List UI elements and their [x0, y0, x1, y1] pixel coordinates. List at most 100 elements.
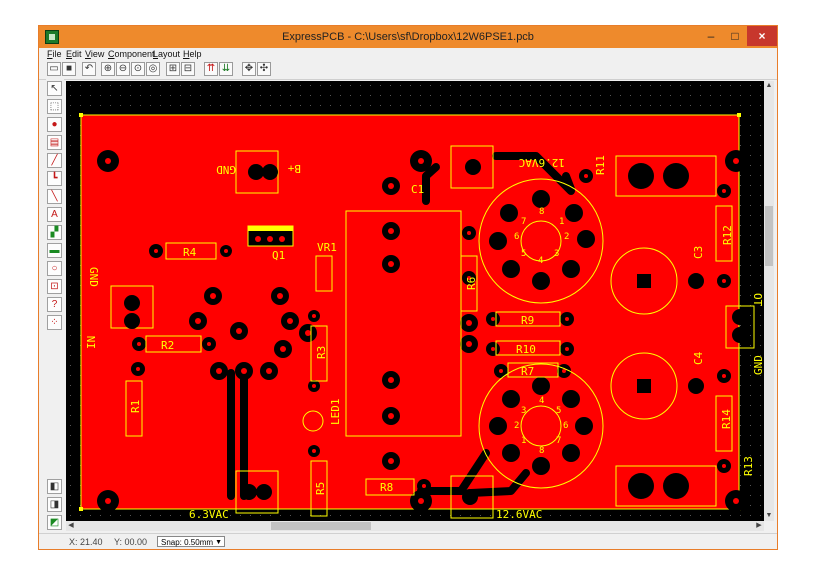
status-bar: X: 21.40 Y: 00.00 Snap: 0.50mm▼ — [39, 533, 777, 549]
capacitor-c3 — [610, 247, 678, 315]
svg-text:1: 1 — [521, 436, 526, 446]
horizontal-scrollbar[interactable]: ◀ ▶ — [66, 521, 764, 531]
zoom-out-icon[interactable]: ⊖ — [116, 62, 130, 76]
svg-text:7: 7 — [556, 436, 561, 446]
scroll-up-icon[interactable]: ▲ — [765, 82, 773, 89]
layer-silk-icon[interactable]: ◩ — [47, 515, 62, 530]
svg-text:5: 5 — [521, 249, 526, 259]
zoom-fit-icon[interactable]: ⊙ — [131, 62, 145, 76]
tube-socket-bottom — [478, 363, 604, 489]
label-c1: C1 — [411, 183, 424, 196]
menu-component[interactable]: Component — [108, 49, 155, 59]
scroll-right-icon[interactable]: ▶ — [756, 522, 762, 529]
label-b-plus: B+ — [287, 162, 301, 175]
svg-text:4: 4 — [538, 256, 543, 266]
window-title: ExpressPCB - C:\Users\sf\Dropbox\12W6PSE… — [282, 31, 534, 43]
zoom-previous-icon[interactable]: ◎ — [146, 62, 160, 76]
tool-palette: ↖ ⬚ ● ▤ ╱ ┗ ╲ A ▞ ▬ ○ ⊡ ? ⁘ ◧ ◨ ◩ ⇅ — [46, 79, 64, 548]
scroll-left-icon[interactable]: ◀ — [68, 522, 74, 529]
svg-text:1: 1 — [559, 217, 564, 227]
menu-file[interactable]: File — [47, 49, 62, 59]
maximize-button[interactable]: □ — [731, 29, 739, 43]
label-r12: R12 — [721, 225, 734, 245]
trace-icon[interactable]: ╱ — [47, 153, 62, 168]
grid-tool-icon[interactable]: ⁘ — [47, 315, 62, 330]
vertical-scrollbar[interactable]: ▲ ▼ — [764, 81, 774, 521]
undo-icon[interactable]: ↶ — [82, 62, 96, 76]
component-tool-icon[interactable]: ▤ — [47, 135, 62, 150]
expresspcb-app-icon — [45, 30, 59, 44]
top-layer-icon[interactable]: ⇈ — [204, 62, 218, 76]
svg-text:8: 8 — [539, 207, 544, 217]
label-ac-bottom: 12.6VAC — [496, 508, 542, 521]
menu-layout[interactable]: Layout — [153, 49, 181, 59]
pads — [97, 150, 747, 512]
svg-text:3: 3 — [554, 249, 559, 259]
bottom-layer-icon[interactable]: ⇊ — [219, 62, 233, 76]
minimize-button[interactable]: – — [707, 29, 715, 43]
label-r13: R13 — [742, 456, 755, 476]
corner-trace-icon[interactable]: ┗ — [47, 171, 62, 186]
pan-icon[interactable]: ✣ — [257, 62, 271, 76]
component-icon[interactable]: ⊞ — [166, 62, 180, 76]
label-r7: R7 — [521, 365, 534, 378]
select-area-icon[interactable]: ⬚ — [47, 99, 62, 114]
circle-tool-icon[interactable]: ○ — [47, 261, 62, 276]
svg-text:4: 4 — [539, 396, 544, 406]
svg-text:6: 6 — [563, 421, 568, 431]
green-layer-icon[interactable]: ▬ — [47, 243, 62, 258]
menu-bar: File Edit View Component Layout Help — [39, 48, 777, 61]
label-r5: R5 — [314, 482, 327, 495]
menu-view[interactable]: View — [85, 49, 105, 59]
label-vr1: VR1 — [317, 241, 337, 254]
x-coordinate: X: 21.40 — [69, 537, 103, 547]
close-button[interactable]: × — [747, 26, 777, 46]
vertical-scroll-thumb[interactable] — [765, 206, 773, 266]
capacitor-c4 — [610, 352, 678, 420]
svg-text:6: 6 — [514, 232, 519, 242]
svg-text:7: 7 — [521, 217, 526, 227]
save-icon[interactable]: ■ — [62, 62, 76, 76]
fill-plane-icon[interactable]: ▞ — [47, 225, 62, 240]
label-in: IN — [85, 336, 98, 349]
move-icon[interactable]: ✥ — [242, 62, 256, 76]
label-r8: R8 — [380, 481, 393, 494]
label-r14: R14 — [720, 409, 733, 429]
svg-text:5: 5 — [556, 406, 561, 416]
diagonal-trace-icon[interactable]: ╲ — [47, 189, 62, 204]
label-gnd-left: GND — [87, 267, 100, 287]
label-c3: C3 — [692, 246, 705, 259]
rect-tool-icon[interactable]: ⊡ — [47, 279, 62, 294]
query-pad-icon[interactable]: ? — [47, 297, 62, 312]
svg-text:2: 2 — [564, 232, 569, 242]
label-gnd-right: GND — [752, 355, 764, 375]
label-r11: R11 — [594, 155, 607, 175]
layer-top-icon[interactable]: ◨ — [47, 497, 62, 512]
label-r1: R1 — [129, 400, 142, 413]
pcb-canvas[interactable]: GND B+ 12.6VAC C1 R11 R4 Q1 VR1 GND R12 … — [66, 81, 764, 521]
connector-top-right — [615, 155, 717, 197]
label-r6: R6 — [465, 277, 478, 290]
title-bar[interactable]: ExpressPCB - C:\Users\sf\Dropbox\12W6PSE… — [39, 26, 777, 48]
zoom-in-icon[interactable]: ⊕ — [101, 62, 115, 76]
pad-icon[interactable]: ● — [47, 117, 62, 132]
label-r9: R9 — [521, 314, 534, 327]
pointer-icon[interactable]: ↖ — [47, 81, 62, 96]
open-icon[interactable]: ▭ — [47, 62, 61, 76]
text-tool-icon[interactable]: A — [47, 207, 62, 222]
menu-help[interactable]: Help — [183, 49, 202, 59]
svg-text:8: 8 — [539, 446, 544, 456]
layer-bottom-icon[interactable]: ◧ — [47, 479, 62, 494]
horizontal-scroll-thumb[interactable] — [271, 522, 371, 530]
menu-edit[interactable]: Edit — [66, 49, 82, 59]
silk-labels: GND B+ 12.6VAC C1 R11 R4 Q1 VR1 GND R12 … — [85, 155, 764, 521]
connector-bottom-right — [615, 465, 717, 507]
label-r3: R3 — [315, 346, 328, 359]
label-ot: OT — [751, 293, 764, 307]
label-r10: R10 — [516, 343, 536, 356]
label-ac-left: 6.3VAC — [189, 508, 229, 521]
snap-select[interactable]: Snap: 0.50mm▼ — [157, 536, 225, 547]
part-icon[interactable]: ⊟ — [181, 62, 195, 76]
scroll-down-icon[interactable]: ▼ — [765, 512, 773, 519]
svg-text:2: 2 — [514, 421, 519, 431]
